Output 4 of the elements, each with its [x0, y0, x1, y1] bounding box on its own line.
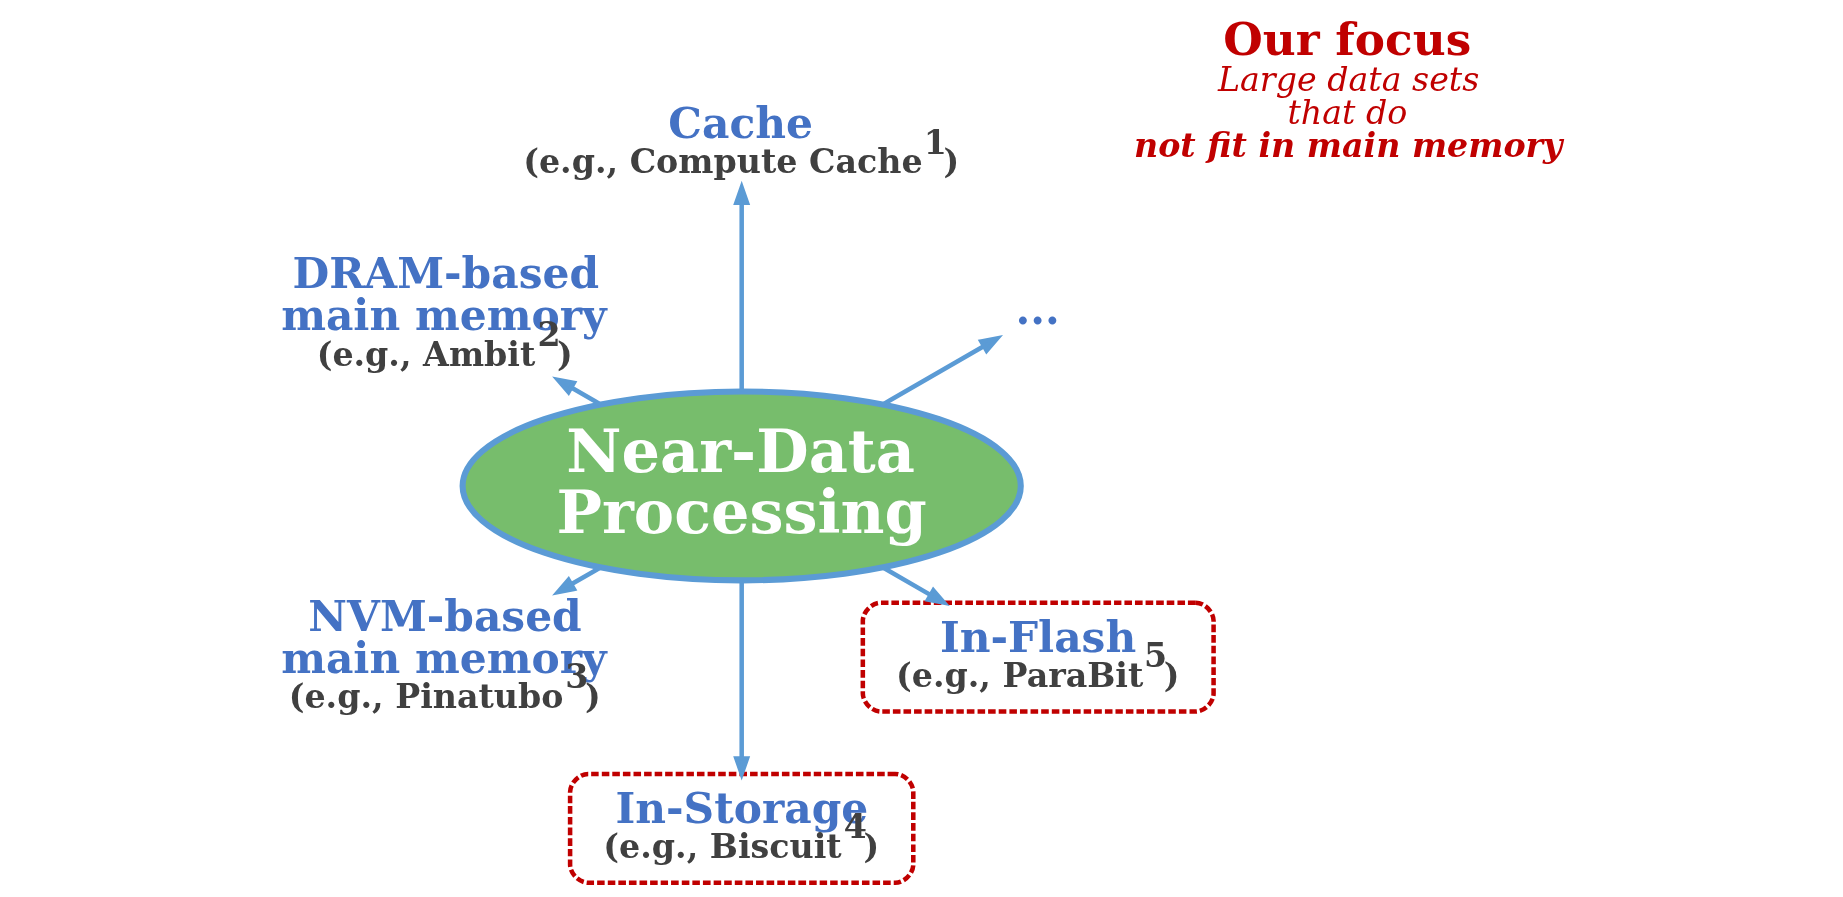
- arrow: [733, 180, 751, 392]
- arrow: [733, 580, 751, 781]
- node-ellipse: Near-Data Processing: [459, 388, 1024, 584]
- node-text: ...: [1015, 283, 1060, 334]
